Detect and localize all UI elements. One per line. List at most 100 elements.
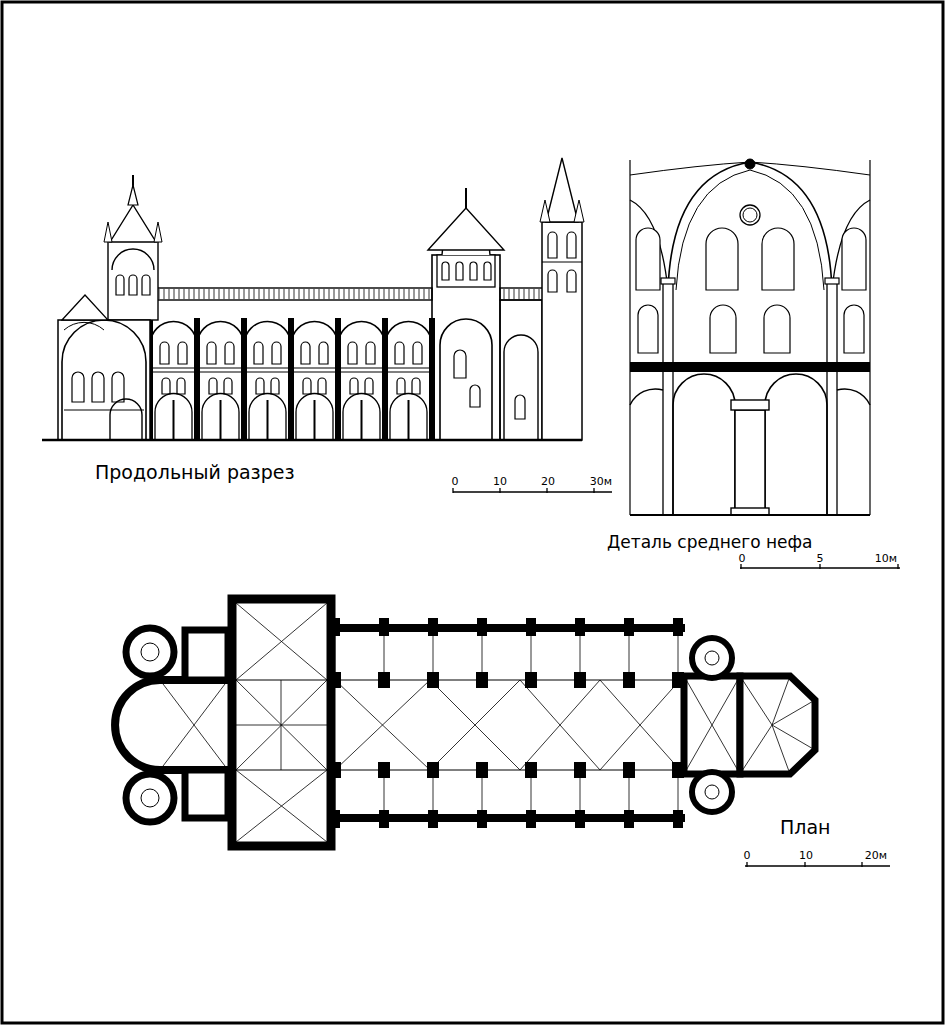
roof-truss xyxy=(324,289,325,299)
arched-window xyxy=(207,342,216,364)
pier xyxy=(623,762,635,778)
aisle-rib xyxy=(629,632,630,672)
vault-diagonal xyxy=(236,603,327,680)
stair-core xyxy=(141,643,159,661)
scale-line xyxy=(453,491,612,492)
arched-window xyxy=(160,342,169,364)
aisle-rib xyxy=(678,632,679,672)
roof-truss xyxy=(304,289,305,299)
arched-window xyxy=(842,228,866,290)
roof-truss xyxy=(269,289,270,299)
stair-tower xyxy=(692,638,732,678)
pier xyxy=(329,672,341,688)
roof-truss xyxy=(229,289,230,299)
vault-rib xyxy=(740,676,772,725)
roof-truss xyxy=(279,289,280,299)
arched-window xyxy=(209,378,217,394)
pinnacle xyxy=(154,222,162,242)
arched-window xyxy=(112,372,124,402)
choir-wall xyxy=(684,676,740,774)
arched-window xyxy=(395,342,404,364)
column xyxy=(267,400,269,440)
roof-truss xyxy=(209,289,210,299)
arched-window xyxy=(318,378,326,394)
scale-tick xyxy=(452,488,453,493)
chapel-gable xyxy=(62,295,108,320)
scale-number: 20м xyxy=(865,850,887,862)
column xyxy=(173,400,175,440)
vault-diagonal xyxy=(600,680,680,770)
vault-diagonal xyxy=(160,680,228,770)
roof-truss xyxy=(509,289,510,299)
boss xyxy=(745,159,755,169)
capital xyxy=(661,278,675,284)
roof-truss xyxy=(399,289,400,299)
scale-tick xyxy=(861,862,862,867)
roof-truss xyxy=(239,289,240,299)
arched-window xyxy=(224,378,232,394)
arcade-arch xyxy=(343,394,380,440)
roof-truss xyxy=(224,289,225,299)
pier xyxy=(574,672,586,688)
gallery-line xyxy=(64,410,144,411)
half-dome xyxy=(64,322,104,330)
arched-window xyxy=(92,372,104,402)
view-title: План xyxy=(780,817,831,838)
pier xyxy=(378,762,390,778)
pier xyxy=(329,762,341,778)
arched-window xyxy=(567,270,576,292)
aisle-rib xyxy=(384,778,385,814)
scale-bar xyxy=(453,488,612,493)
arched-window xyxy=(548,232,557,258)
arched-window xyxy=(548,270,557,292)
column xyxy=(408,400,410,440)
arched-window xyxy=(456,262,463,280)
roof-truss xyxy=(244,289,245,299)
scale-number: 10м xyxy=(875,553,897,565)
roof-truss xyxy=(319,289,320,299)
vault-rib xyxy=(668,162,832,290)
scale-number: 10 xyxy=(799,850,813,862)
column xyxy=(735,410,765,515)
scale-tick xyxy=(746,862,747,867)
arched-window xyxy=(762,228,794,290)
arched-window xyxy=(470,385,480,407)
clerestory-arch xyxy=(150,322,197,346)
clerestory-arch xyxy=(291,322,338,346)
arched-window xyxy=(303,378,311,394)
arched-window xyxy=(272,342,281,364)
arched-window xyxy=(567,232,576,258)
clerestory-arch xyxy=(197,322,244,346)
pier xyxy=(525,762,537,778)
vault-rib xyxy=(832,200,870,290)
roof-truss xyxy=(344,289,345,299)
roof-truss xyxy=(249,289,250,299)
roof-truss xyxy=(424,289,425,299)
column-base xyxy=(731,508,769,515)
vault-rib xyxy=(772,700,815,725)
roof-truss xyxy=(379,289,380,299)
arcade-arch xyxy=(296,394,333,440)
arched-window xyxy=(350,378,358,394)
roof-truss xyxy=(500,288,545,300)
tower-spire xyxy=(546,158,578,222)
aisle-rib xyxy=(335,632,336,672)
roof-truss xyxy=(384,289,385,299)
stair-core xyxy=(705,785,719,799)
aisle-rib xyxy=(482,632,483,672)
roof-truss xyxy=(389,289,390,299)
roof-truss xyxy=(429,289,430,299)
east-tower xyxy=(542,222,582,440)
arched-window xyxy=(764,305,790,353)
vault-diagonal xyxy=(520,680,600,770)
column xyxy=(361,400,363,440)
roof-truss xyxy=(309,289,310,299)
roof-truss xyxy=(284,289,285,299)
arcade-arch xyxy=(155,394,192,440)
stair-tower xyxy=(692,772,732,812)
arched-window xyxy=(638,305,658,353)
aisle-rib xyxy=(580,778,581,814)
roof-truss xyxy=(339,289,340,299)
